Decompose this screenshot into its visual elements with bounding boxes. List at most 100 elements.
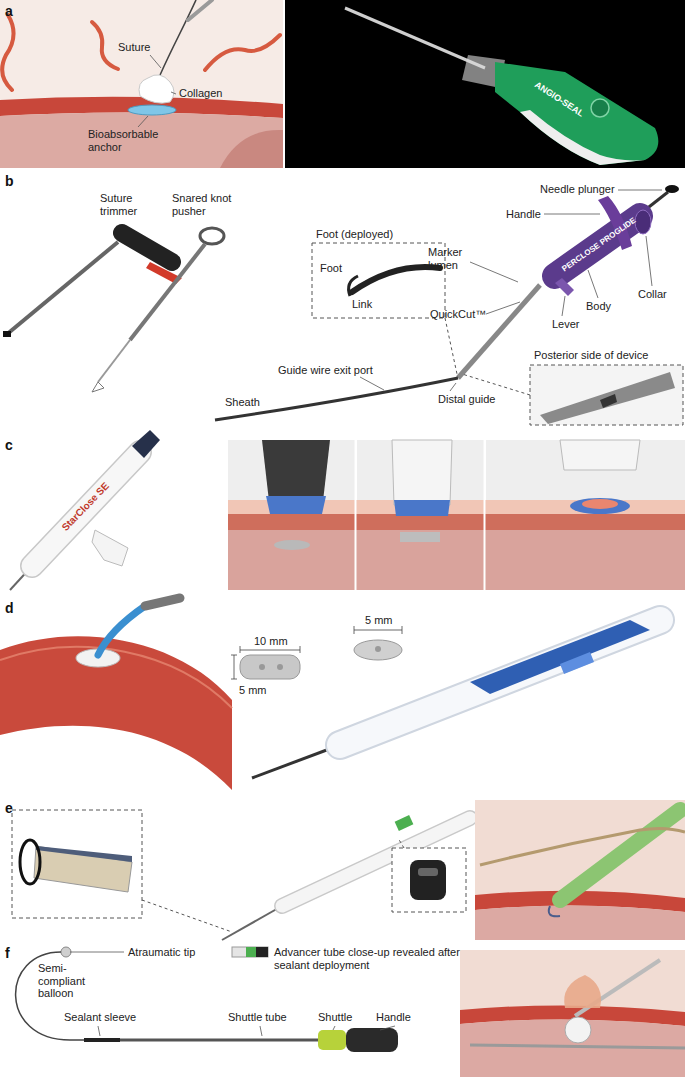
exoseal-device-part (231, 655, 237, 656)
perclose-device-part (470, 262, 518, 282)
vessel-illustration-a-part (171, 92, 176, 94)
device-e-part (142, 900, 232, 932)
perclose-device-part (646, 236, 652, 286)
device-e (12, 810, 470, 940)
exoseal-device-part (470, 620, 650, 694)
device-f-part (256, 947, 268, 957)
part-label: Semi-compliant balloon (38, 962, 110, 1000)
device-e-part (398, 838, 404, 848)
vessel-illustration-a-part (220, 130, 283, 168)
perclose-device-part (555, 278, 574, 296)
part-label: Bioabsorbable anchor (88, 128, 168, 153)
device-e-part (34, 846, 132, 892)
device-f-part (84, 1038, 120, 1042)
knot-pusher-part (200, 228, 224, 244)
suture-trimmer (3, 233, 182, 337)
starclose-device-part (132, 430, 160, 458)
exoseal-device-part (354, 640, 402, 660)
panel-letter: d (5, 600, 14, 616)
exoseal-device-part (240, 650, 300, 651)
device-e-part (282, 818, 470, 906)
starclose-steps-part (484, 440, 486, 590)
perclose-device-part (600, 394, 617, 408)
exoseal-device-part (354, 626, 355, 634)
device-e-part (36, 846, 132, 862)
exoseal-device-part (231, 679, 237, 680)
perclose-device-part (312, 243, 445, 318)
perclose-device-part (540, 372, 675, 424)
device-e-part (12, 810, 142, 918)
perclose-device-part (665, 185, 679, 193)
suture-trimmer-part (122, 233, 172, 262)
vessel-illustration-f-part (460, 950, 685, 1077)
vessel-illustration-e-part (480, 828, 685, 865)
panel-letter: a (5, 3, 13, 19)
vessel-illustration-d-part (145, 598, 180, 606)
device-e-part (392, 848, 466, 912)
exoseal-device-part (340, 620, 660, 745)
starclose-steps-part (394, 500, 450, 516)
part-label: 5 mm (365, 614, 393, 627)
vessel-illustration-f-part (564, 975, 601, 1008)
perclose-device-part (215, 378, 458, 420)
suture-trimmer-part (6, 242, 118, 335)
angio-seal-device-part (591, 99, 609, 117)
part-label: 5 mm (239, 684, 267, 697)
exoseal-device-part (560, 652, 594, 674)
exoseal-device-part (375, 646, 381, 652)
device-f-part (120, 1039, 330, 1042)
device-e-part (395, 815, 414, 831)
part-label: Lever (552, 318, 580, 331)
part-label: Suture trimmer (100, 192, 156, 217)
part-label: Snared knot pusher (172, 192, 232, 217)
part-label: Distal guide (438, 393, 495, 406)
part-label: Body (586, 300, 611, 313)
part-label: QuickCut™ (430, 308, 486, 321)
part-label: Sealant sleeve (64, 1011, 136, 1024)
angio-seal-device-part (285, 0, 685, 168)
angio-seal-device (285, 0, 685, 168)
device-f-part (333, 1026, 335, 1030)
exoseal-device-part (240, 646, 241, 653)
device-f-part (98, 1026, 100, 1036)
starclose-steps-part (274, 540, 310, 550)
panel-letter: f (5, 945, 10, 961)
knot-pusher-part (92, 382, 104, 392)
vessel-illustration-a-part (188, 0, 212, 20)
perclose-device-part (462, 374, 530, 395)
exoseal-device-part (277, 664, 283, 670)
vessel-illustration-d-part (98, 606, 145, 655)
vessel-illustration-a-part (92, 22, 118, 69)
starclose-device (10, 430, 160, 590)
perclose-device-part (486, 302, 520, 314)
exoseal-device-part (240, 655, 300, 679)
part-label: Posterior side of device (534, 349, 648, 362)
starclose-steps-part (266, 496, 326, 514)
device-f-part (70, 952, 124, 953)
device-f-part (346, 1028, 398, 1052)
vessel-illustration-a-part (0, 112, 283, 168)
exoseal-device (231, 620, 660, 778)
part-label: Foot (deployed) (316, 228, 393, 241)
brand-mark: ANGIO-SEAL (533, 79, 586, 118)
perclose-device-part (360, 377, 384, 390)
part-label: Suture (118, 41, 150, 54)
panel-letter: b (5, 173, 14, 189)
perclose-device-part (544, 214, 600, 215)
starclose-device-part (32, 452, 140, 566)
starclose-steps-part (228, 530, 685, 590)
part-label: Handle (376, 1011, 411, 1024)
vessel-illustration-a-part (2, 15, 13, 90)
angio-seal-device-part (345, 8, 485, 68)
starclose-steps-part (355, 440, 357, 590)
vessel-illustration-f (460, 950, 685, 1077)
part-label: Shuttle tube (228, 1011, 287, 1024)
vessel-illustration-f-part (470, 1045, 685, 1048)
vessel-illustration-e-part (560, 810, 680, 900)
part-label: 10 mm (254, 635, 288, 648)
exoseal-device-part (354, 630, 402, 631)
device-f-part (260, 1026, 262, 1036)
starclose-device-part (92, 530, 128, 566)
